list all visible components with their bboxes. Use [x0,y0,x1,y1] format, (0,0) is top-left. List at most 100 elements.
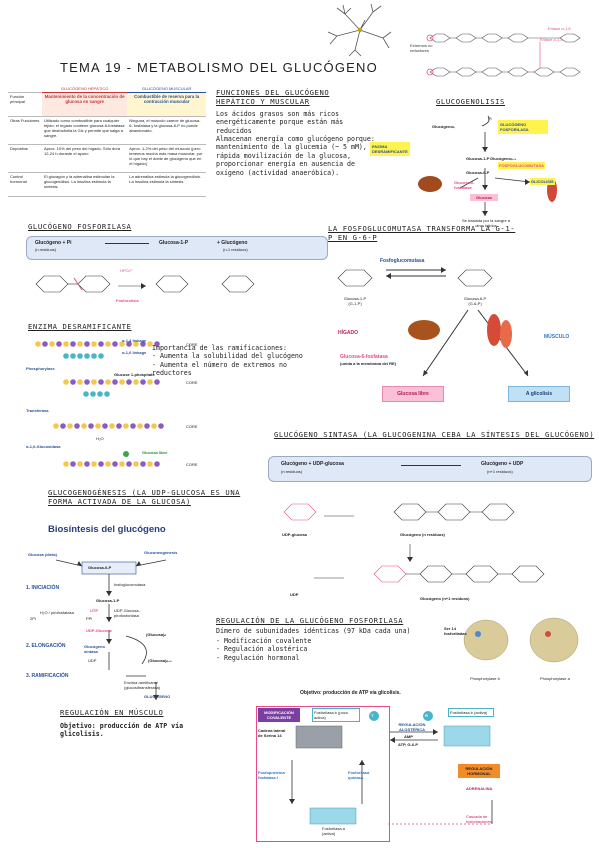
table-cell: Aprox. 10% del peso del hígado. Sólo dur… [42,144,128,173]
glucosa-n-label: (Glucosa)ₙ [146,632,167,637]
ppi-label: PPi [86,616,93,621]
pi-label: Pi [488,116,492,121]
fosforolisis-structure [35,275,255,293]
glucose-residue [84,379,90,385]
sintasa-equation-box: Glucógeno + UDP-glucosa (n residuos) Glu… [268,456,592,482]
glucose-residue [42,341,48,347]
fosf-a-structure-label: Phosphorylase a [540,676,570,681]
table-cell: Combustible de reserva para la contracci… [127,92,206,117]
glucose-residue [53,423,59,429]
glucose-residue [112,341,118,347]
glucose-residue [98,341,104,347]
glucose-residue [98,353,104,359]
glucose-residue [77,379,83,385]
glucose-residue [154,341,160,347]
musculo-label: MÚSCULO [544,334,570,340]
glucogeno-n-label: Glucógenoₙ [432,124,455,129]
musculo-heading: REGULACIÓN EN MÚSCULO [60,708,164,717]
eq-left-sub: (n residuos) [35,247,57,252]
traslado-label: Se traslada por la sangre a otros tejido… [461,218,511,228]
glucose-residue [91,353,97,359]
glucose-residue [77,341,83,347]
glucose-residue [83,391,89,397]
gluconeogenesis-label: Gluconeogénesis [144,550,178,555]
glucose-residue [74,423,80,429]
fosforolisis-label: Fosforolisis [116,298,139,303]
pirofosforilasa-label: UDP-Glucosa-pirofosforilasa [114,608,140,618]
alpha16-link-label: Enlace α-1,6 [548,26,571,31]
glycogen-chain-diagram: Extremos no reductores Enlace α-1,4 Enla… [400,24,596,92]
glicolisis-tag: GLICOLISIS [530,178,555,185]
fosforilasa-box: GLUCÓGENO FOSFORILASA [498,120,548,134]
regulacion-item: - Regulación alostérica [216,645,308,654]
glucose-residue [144,423,150,429]
pirofosfatasa-label: H₂O / pirofosfatasa [40,610,74,615]
elongacion-label: 2. ELONGACIÓN [26,643,66,649]
r-state-label: R [425,713,428,718]
glucosidasa-label: α-1,6-Glucosidasa [26,444,61,449]
quinasa-label: Fosforilasa quinasa [348,770,370,780]
glucose-residue [158,423,164,429]
glucosa-libre-label: Glucosa libre [142,450,168,455]
glucose-residue [97,391,103,397]
glucose-residue [91,341,97,347]
sintasa-label2: Glucógeno sintasa [84,644,105,654]
covalente-box: MODIFICACIÓN COVALENTE [258,708,300,722]
eq-right: + Glucógeno [217,240,248,246]
amp-label: AMP [404,734,413,739]
glucosa-dieta-label: Glucosa (dieta) [28,552,57,557]
glucose-residue [70,461,76,467]
glucose-residue [70,379,76,385]
fosf-b-act-box: Fosforilasa b (activa) [448,708,494,717]
a-glicolisis-box: A glicolisis [508,386,570,402]
reg-diagram: MODIFICACIÓN COVALENTE Fosforilasa b (po… [252,704,592,844]
glucogenolisis-heading: GLUCOGENOLISIS [436,97,505,106]
glucosa-libre-box: Glucosa libre [382,386,444,402]
fosfoglucomutasa-diagram: Fosfoglucomutasa Glucosa-1-P(G-1-P) Gluc… [328,248,596,408]
atp-label: ATP, G-6-P [398,742,419,747]
glucose-residue [67,423,73,429]
glucogeno-final-label: GLUCÓGENO [144,694,171,699]
table-cell: Mantenimiento de la concentración de glu… [42,92,128,117]
glucogenogenesis-heading-main: GLUCOGENOGÉNESIS [48,488,127,497]
glucose-residue [154,379,160,385]
table-cell: Aprox. 1-2% del peso del músculo (pero t… [127,144,206,173]
phosphorylase-label: Phosphorylase [26,366,55,371]
page-title: TEMA 19 - METABOLISMO DEL GLUCÓGENO [60,60,378,75]
g1p-label: Glucosa-1-P [466,156,490,161]
table-cell: Ninguna, el músculo carece de glucosa- 6… [127,116,206,145]
glucogenogenesis-heading-rest: (LA UDP-GLUCOSA ES UNA FORMA ACTIVADA DE… [48,488,241,506]
glucose-residue [147,341,153,347]
g6p-box-label: Glucosa-6-P [88,565,112,570]
glucose-residue [126,461,132,467]
glucogeno-n-label2: Glucógeno (n residuos) [400,532,445,537]
g6p-name: Glucosa-6-P(G-6-P) [458,296,492,306]
table-row-label: Control hormonal [8,172,42,197]
sintasa-structures [283,503,545,583]
2pi-label: 2Pi [30,616,36,621]
a14-label: α-1,4 linkage [122,338,147,343]
glucose-residue [133,379,139,385]
glucose-residue [84,461,90,467]
glucose-residue [77,461,83,467]
glucose-residue [137,423,143,429]
g6fosfatasa-label2: Glucosa-6-fosfatasa [340,354,388,360]
regulacion-item: - Regulación hormonal [216,653,300,662]
table-row-label: Depósitos [8,144,42,173]
eq-right-sub: (n-1 residuos) [223,247,248,252]
eq-left: Glucógeno + Pi [35,240,72,246]
g6p-label: Glucosa-6-P [466,170,490,175]
glucose-residue [126,379,132,385]
glucose-residue [98,379,104,385]
glucose-residue [91,379,97,385]
a16-label: α-1,6 linkage [122,350,147,355]
glucose-residue [102,423,108,429]
cascada-label: Cascada de fosforilaciones [466,814,492,824]
table-cell: La adrenalina estimula la glucogenólisis… [127,172,206,197]
ramificaciones-item-text: Aumenta el número de extremos no reducto… [152,360,287,378]
transferasa-label: Transferasa [26,408,49,413]
regulacion-item-text: Modificación covalente [223,637,312,645]
sintasa-heading-rest: (LA GLUCOGENINA CEBA LA SÍNTESIS DEL GLU… [362,430,595,439]
glucose-residue [77,353,83,359]
glucose-residue [147,379,153,385]
